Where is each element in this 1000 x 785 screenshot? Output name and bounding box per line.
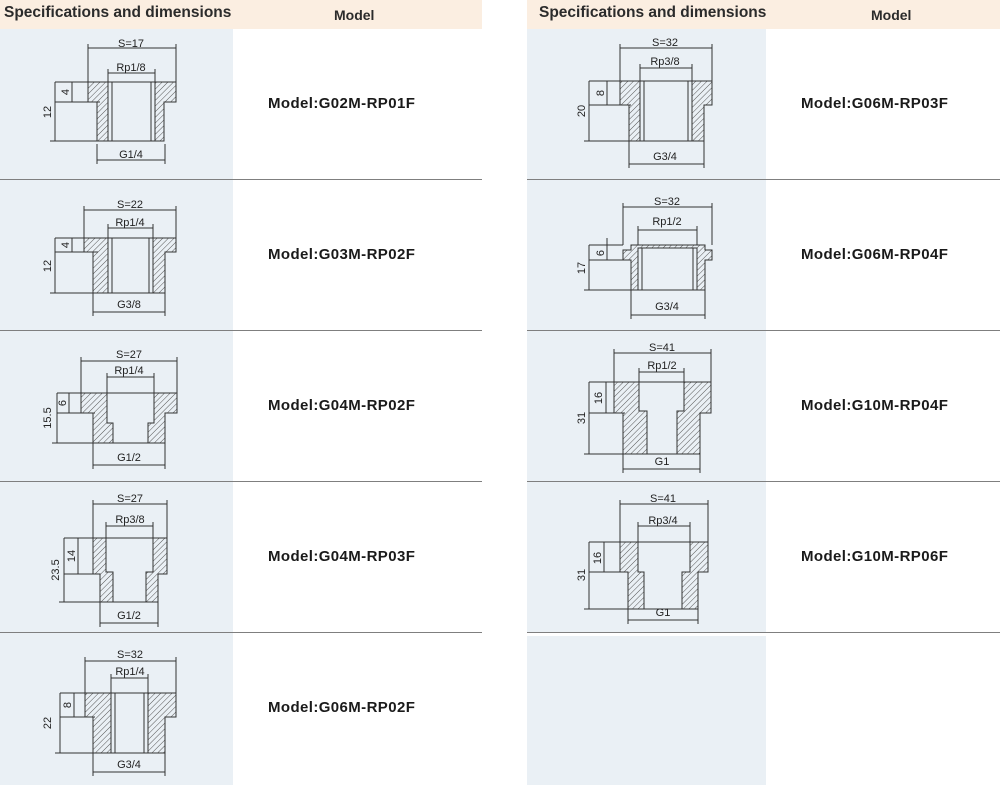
dimension-drawing-cell: S=27 Rp3/8 G1/2 14 23.5 (0, 482, 233, 633)
table-row: S=27 Rp3/8 G1/2 14 23.5 Model:G04M-RP03F (0, 482, 482, 633)
model-name: Model:G03M-RP02F (268, 246, 416, 263)
dimension-drawing-cell: S=27 Rp1/4 G1/2 6 15.5 (0, 331, 233, 482)
fitting-drawing: S=27 Rp3/8 G1/2 14 23.5 (50, 493, 168, 627)
model-name: Model:G04M-RP03F (268, 548, 416, 565)
row-divider (527, 632, 1000, 633)
dimension-drawing-cell: S=32 Rp1/2 G3/4 6 17 (527, 180, 766, 331)
h1-dimension-label: 16 (593, 392, 605, 404)
row-divider (527, 481, 1000, 482)
h2-dimension-label: 12 (42, 260, 54, 272)
dimension-drawing-cell: S=41 Rp3/4 G1 16 31 (527, 482, 766, 633)
model-name: Model:G02M-RP01F (268, 95, 416, 112)
fitting-drawing: S=32 Rp1/4 G3/4 8 22 (42, 649, 177, 776)
rp-dimension-label: Rp1/4 (114, 365, 143, 377)
table-row: S=41 Rp1/2 G1 16 31 Model:G10M-RP04F (527, 331, 1000, 482)
model-name: Model:G06M-RP02F (268, 699, 416, 716)
g-dimension-label: G3/4 (117, 759, 141, 771)
g-dimension-label: G1/2 (117, 610, 141, 622)
g-dimension-label: G1/4 (119, 149, 143, 161)
fitting-drawing: S=41 Rp3/4 G1 16 31 (576, 493, 709, 624)
fitting-drawing: S=41 Rp1/2 G1 16 31 (576, 342, 712, 473)
dimension-drawing-cell: S=17 Rp1/8 G1/4 4 12 (0, 29, 233, 180)
table-header: Specifications and dimensions Model (527, 0, 1000, 29)
rp-dimension-label: Rp3/8 (115, 514, 144, 526)
rp-dimension-label: Rp1/4 (115, 666, 144, 678)
g-dimension-label: G1 (656, 607, 671, 619)
model-name: Model:G04M-RP02F (268, 397, 416, 414)
spec-header-label: Specifications and dimensions (4, 4, 232, 21)
right-spec-table: Specifications and dimensions Model S=32… (527, 0, 1000, 785)
g-dimension-label: G1/2 (117, 452, 141, 464)
h2-dimension-label: 31 (576, 569, 588, 581)
spec-header-label: Specifications and dimensions (539, 4, 767, 21)
row-divider (527, 330, 1000, 331)
table-row: S=41 Rp3/4 G1 16 31 Model:G10M-RP06F (527, 482, 1000, 633)
table-row: S=27 Rp1/4 G1/2 6 15.5 Model:G04M-RP02F (0, 331, 482, 482)
empty-drawing-cell (527, 636, 766, 785)
dimension-drawing-cell: S=41 Rp1/2 G1 16 31 (527, 331, 766, 482)
h1-dimension-label: 4 (60, 89, 72, 95)
h1-dimension-label: 6 (595, 250, 607, 256)
g-dimension-label: G3/8 (117, 299, 141, 311)
fitting-drawing: S=17 Rp1/8 G1/4 4 12 (42, 38, 177, 164)
model-name: Model:G10M-RP04F (801, 397, 949, 414)
h1-dimension-label: 14 (66, 550, 78, 562)
s-dimension-label: S=22 (117, 199, 143, 211)
h2-dimension-label: 12 (42, 106, 54, 118)
dimension-drawing-cell: S=32 Rp1/4 G3/4 8 22 (0, 633, 233, 785)
fitting-drawing: S=22 Rp1/4 G3/8 4 12 (42, 199, 177, 316)
h1-dimension-label: 4 (60, 242, 72, 248)
table-row: S=22 Rp1/4 G3/8 4 12 Model:G03M-RP02F (0, 180, 482, 331)
row-divider (527, 179, 1000, 180)
table-row: S=32 Rp1/2 G3/4 6 17 Model:G06M-RP04F (527, 180, 1000, 331)
left-spec-table: Specifications and dimensions Model S=17… (0, 0, 482, 785)
h2-dimension-label: 20 (576, 105, 588, 117)
fitting-drawing: S=27 Rp1/4 G1/2 6 15.5 (42, 349, 178, 469)
fitting-drawing: S=32 Rp1/2 G3/4 6 17 (576, 196, 713, 319)
rp-dimension-label: Rp3/4 (648, 515, 677, 527)
h1-dimension-label: 8 (595, 90, 607, 96)
s-dimension-label: S=32 (652, 37, 678, 49)
rp-dimension-label: Rp3/8 (650, 56, 679, 68)
row-divider (0, 481, 482, 482)
g-dimension-label: G3/4 (653, 151, 677, 163)
g-dimension-label: G1 (655, 456, 670, 468)
h2-dimension-label: 23.5 (50, 559, 62, 580)
table-header: Specifications and dimensions Model (0, 0, 482, 29)
h2-dimension-label: 15.5 (42, 407, 54, 428)
model-header-label: Model (334, 7, 375, 23)
s-dimension-label: S=32 (654, 196, 680, 208)
table-row: S=17 Rp1/8 G1/4 4 12 Model:G02M-RP01F (0, 29, 482, 180)
s-dimension-label: S=27 (116, 349, 142, 361)
h2-dimension-label: 17 (576, 262, 588, 274)
table-row: S=32 Rp1/4 G3/4 8 22 Model:G06M-RP02F (0, 633, 482, 785)
dimension-drawing-cell: S=22 Rp1/4 G3/8 4 12 (0, 180, 233, 331)
s-dimension-label: S=27 (117, 493, 143, 505)
rp-dimension-label: Rp1/8 (116, 62, 145, 74)
row-divider (0, 179, 482, 180)
model-header-label: Model (871, 7, 912, 23)
h1-dimension-label: 6 (57, 400, 69, 406)
row-divider (0, 632, 482, 633)
s-dimension-label: S=41 (649, 342, 675, 354)
rp-dimension-label: Rp1/4 (115, 217, 144, 229)
s-dimension-label: S=41 (650, 493, 676, 505)
model-name: Model:G10M-RP06F (801, 548, 949, 565)
h1-dimension-label: 8 (62, 702, 74, 708)
rp-dimension-label: Rp1/2 (647, 360, 676, 372)
dimension-drawing-cell: S=32 Rp3/8 G3/4 8 20 (527, 29, 766, 180)
s-dimension-label: S=32 (117, 649, 143, 661)
model-name: Model:G06M-RP04F (801, 246, 949, 263)
h2-dimension-label: 22 (42, 717, 54, 729)
row-divider (0, 330, 482, 331)
h2-dimension-label: 31 (576, 412, 588, 424)
g-dimension-label: G3/4 (655, 301, 679, 313)
table-row: S=32 Rp3/8 G3/4 8 20 Model:G06M-RP03F (527, 29, 1000, 180)
rp-dimension-label: Rp1/2 (652, 216, 681, 228)
fitting-drawing: S=32 Rp3/8 G3/4 8 20 (576, 37, 713, 168)
s-dimension-label: S=17 (118, 38, 144, 50)
h1-dimension-label: 16 (592, 552, 604, 564)
model-name: Model:G06M-RP03F (801, 95, 949, 112)
